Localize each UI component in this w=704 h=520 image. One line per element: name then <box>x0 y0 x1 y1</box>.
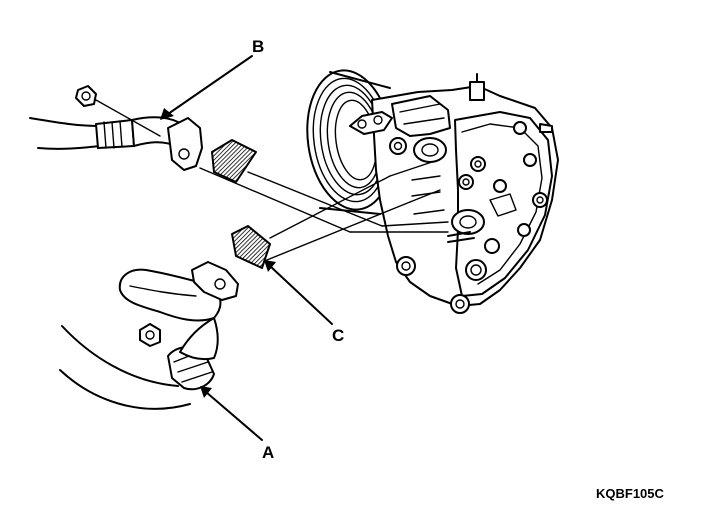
callout-c: C <box>264 260 344 345</box>
figure-code: KQBF105C <box>596 486 665 501</box>
callout-label-c: C <box>332 326 344 345</box>
callout-label-b: B <box>252 37 264 56</box>
alignment-guide-lines <box>199 161 449 263</box>
callout-a: A <box>200 386 274 462</box>
discharge-hose <box>29 85 203 171</box>
suction-hose <box>59 261 239 410</box>
gasket-lower <box>231 225 271 269</box>
callout-label-a: A <box>262 443 274 462</box>
callout-b: B <box>160 37 264 120</box>
gasket-upper <box>211 139 257 183</box>
ac-compressor <box>306 69 559 314</box>
